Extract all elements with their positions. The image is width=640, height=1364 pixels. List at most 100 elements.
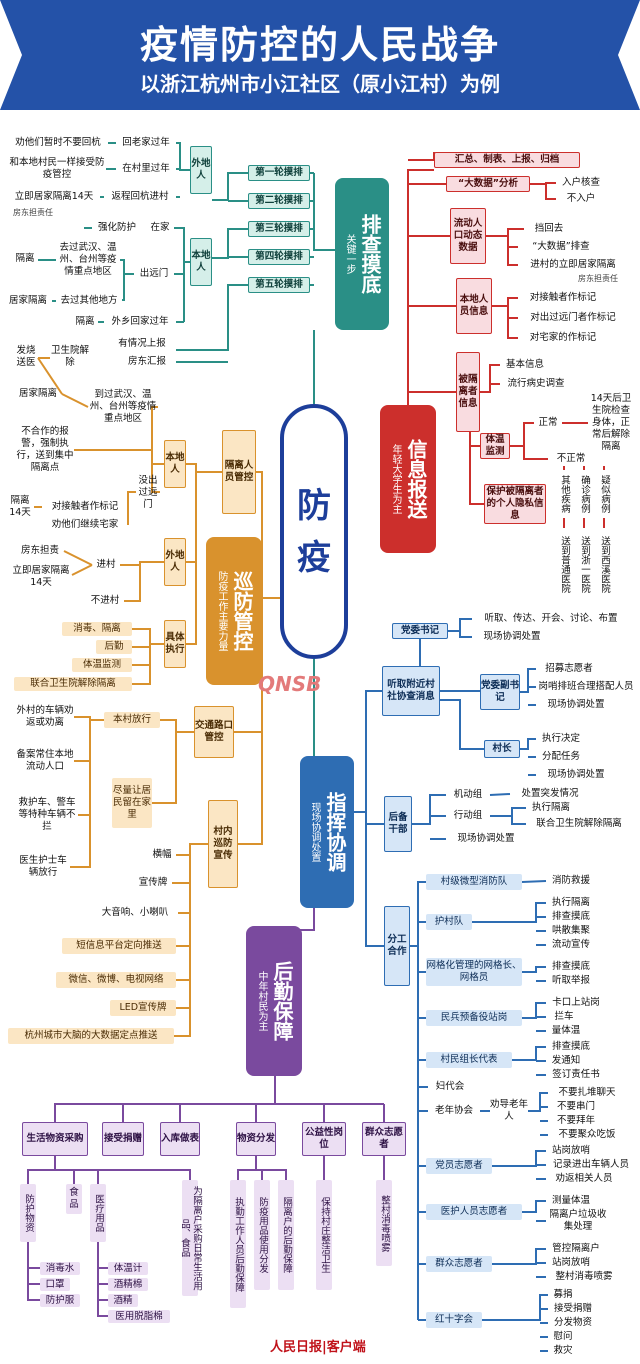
diagram-node-158: 医疗用品 bbox=[90, 1184, 106, 1242]
diagram-node-15: 本地人 bbox=[190, 238, 212, 286]
diagram-node-8: 强化防护 bbox=[97, 222, 136, 233]
diagram-node-22: 第三轮摸排 bbox=[248, 221, 310, 237]
diagram-node-23: 第四轮摸排 bbox=[248, 249, 310, 265]
diagram-node-115: 网格化管理的网格长、网格员 bbox=[426, 958, 522, 986]
diagram-node-33: 房东担责任 bbox=[578, 274, 618, 283]
diagram-node-161: 防疫用品使用分发 bbox=[254, 1180, 270, 1290]
diagram-node-108: 村级微型消防队 bbox=[426, 874, 522, 890]
diagram-node-68: 消毒、隔离 bbox=[62, 622, 132, 636]
diagram-node-157: 食品 bbox=[66, 1184, 82, 1214]
diagram-node-1: 回老家过年 bbox=[122, 137, 170, 148]
hub-paicha: 排查摸底 关键一步 bbox=[335, 178, 389, 330]
diagram-node-45: 其他疾病 bbox=[559, 475, 570, 513]
diagram-node-107: 分工合作 bbox=[384, 906, 410, 986]
division-detail-lines bbox=[472, 880, 548, 1352]
diagram-node-154: 公益性岗位 bbox=[302, 1122, 346, 1156]
local-ctrl-lines bbox=[34, 357, 164, 525]
diagram-node-84: 短信息平台定向推送 bbox=[62, 938, 176, 954]
diagram-node-89: 听取、传达、开会、讨论、布置 bbox=[484, 613, 618, 624]
diagram-node-25: 汇总、制表、上报、归档 bbox=[434, 152, 580, 168]
diagram-node-58: 没出过远门 bbox=[138, 475, 158, 510]
diagram-node-7: 外地人 bbox=[190, 146, 212, 194]
diagram-node-168: 体温计 bbox=[108, 1262, 148, 1275]
diagram-node-160: 执勤工作人员后勤保障 bbox=[230, 1180, 246, 1308]
liudong-lines bbox=[486, 182, 556, 266]
diagram-node-146: 接受捐赠 bbox=[553, 1303, 592, 1314]
diagram-node-2: 和本地村民一样接受防疫管控 bbox=[9, 157, 105, 180]
diagram-node-97: 执行决定 bbox=[541, 733, 580, 744]
diagram-node-78: 救护车、警车等特种车辆不拦 bbox=[18, 797, 76, 832]
diagram-node-123: 排查摸底 bbox=[551, 1041, 590, 1052]
diagram-node-39: 基本信息 bbox=[505, 359, 544, 370]
diagram-node-48: 送到普通医院 bbox=[559, 535, 570, 593]
diagram-node-62: 隔离人员管控 bbox=[222, 430, 256, 514]
diagram-node-0: 劝他们暂时不要回杭 bbox=[15, 137, 101, 148]
diagram-node-167: 防护服 bbox=[40, 1294, 80, 1307]
diagram-node-104: 执行隔离 bbox=[531, 802, 570, 813]
diagram-node-126: 妇代会 bbox=[435, 1081, 465, 1092]
diagram-node-30: 挡回去 bbox=[534, 223, 564, 234]
diagram-node-136: 劝返相关人员 bbox=[555, 1173, 613, 1184]
diagram-node-19: 房东汇报 bbox=[127, 356, 166, 367]
hub-xunfang: 巡防管控 防疫工作主要力量 bbox=[206, 537, 262, 685]
hub-xinxi: 信息报送 年轻大学生为主 bbox=[380, 405, 436, 553]
hub-zhihui-title: 指挥协调 bbox=[323, 792, 347, 872]
diagram-node-46: 确诊病例 bbox=[579, 475, 590, 513]
diagram-node-71: 联合卫生院解除隔离 bbox=[14, 677, 132, 691]
diagram-node-86: LED宣传牌 bbox=[110, 1000, 176, 1016]
diagram-node-11: 隔离 bbox=[15, 253, 35, 264]
hub-xunfang-sub: 防疫工作主要力量 bbox=[216, 571, 227, 651]
diagram-node-137: 医护人员志愿者 bbox=[426, 1204, 522, 1220]
diagram-node-50: 送到西溪医院 bbox=[599, 535, 610, 593]
diagram-node-55: 到过武汉、温州、台州等疫情重点地区 bbox=[89, 389, 157, 424]
diagram-node-109: 消防救援 bbox=[551, 875, 590, 886]
diagram-node-164: 整村消毒喷雾 bbox=[376, 1180, 392, 1266]
diagram-node-53: 卫生院解除 bbox=[50, 345, 89, 368]
diagram-node-96: 村长 bbox=[484, 740, 520, 758]
diagram-node-128: 劝导老年人 bbox=[490, 1099, 529, 1122]
diagram-node-170: 酒精 bbox=[108, 1294, 138, 1307]
hub-zhihui-sub: 现场协调处置 bbox=[309, 802, 320, 862]
zhihui-lines bbox=[346, 690, 384, 947]
diagram-node-156: 防护物资 bbox=[20, 1184, 36, 1242]
diagram-node-166: 口罩 bbox=[40, 1278, 70, 1291]
diagram-node-155: 群众志愿者 bbox=[362, 1122, 406, 1156]
diagram-node-134: 站岗放哨 bbox=[551, 1145, 590, 1156]
hub-houqin-title: 后勤保障 bbox=[270, 961, 294, 1041]
outsider-lines bbox=[100, 142, 190, 198]
diagram-node-9: 在家 bbox=[150, 222, 170, 233]
diagram-node-91: 听取附近村社协查消息 bbox=[382, 666, 440, 716]
diagram-node-121: 量体温 bbox=[551, 1025, 581, 1036]
diagram-node-88: 党委书记 bbox=[392, 623, 448, 639]
diagram-node-101: 机动组 bbox=[453, 789, 483, 800]
diagram-node-38: 被隔离者信息 bbox=[456, 352, 480, 432]
diagram-node-73: 外村的车辆劝返或劝离 bbox=[16, 705, 74, 728]
diagram-node-40: 流行病史调查 bbox=[507, 378, 565, 389]
diagram-node-31: “大数据”排查 bbox=[532, 241, 590, 252]
diagram-node-36: 对出过远门者作标记 bbox=[530, 312, 616, 323]
diagram-node-162: 隔离户的后勤保障 bbox=[278, 1180, 294, 1290]
footer-logo: 人民日报|客户端 bbox=[270, 1340, 366, 1355]
paicha-lines bbox=[310, 172, 335, 286]
diagram-node-149: 救灾 bbox=[553, 1345, 573, 1356]
diagram-node-98: 分配任务 bbox=[541, 751, 580, 762]
main-title: 疫情防控的人民战争 bbox=[139, 23, 500, 67]
diagram-node-116: 排查摸底 bbox=[551, 961, 590, 972]
diagram-node-102: 处置突发情况 bbox=[521, 788, 579, 799]
center-char-2: 疫 bbox=[297, 537, 331, 578]
banner-ribbon-left bbox=[0, 0, 22, 110]
diagram-node-124: 发通知 bbox=[551, 1055, 581, 1066]
diagram-node-21: 第二轮摸排 bbox=[248, 193, 310, 209]
diagram-node-82: 宣传牌 bbox=[138, 877, 168, 888]
diagram-node-87: 杭州城市大脑的大数据定点推送 bbox=[8, 1028, 174, 1044]
houqin-branch-lines bbox=[27, 1156, 385, 1184]
xunfang-lines bbox=[234, 471, 282, 845]
diagram-node-153: 物资分发 bbox=[236, 1122, 276, 1156]
diagram-node-105: 联合卫生院解除隔离 bbox=[536, 818, 622, 829]
diagram-node-28: 不入户 bbox=[566, 193, 596, 204]
diagram-node-132: 不要聚众吃饭 bbox=[558, 1129, 616, 1140]
diagram-node-133: 党员志愿者 bbox=[426, 1158, 492, 1174]
diagram-node-150: 生活物资采购 bbox=[22, 1122, 88, 1156]
diagram-node-95: 现场协调处置 bbox=[547, 699, 605, 710]
